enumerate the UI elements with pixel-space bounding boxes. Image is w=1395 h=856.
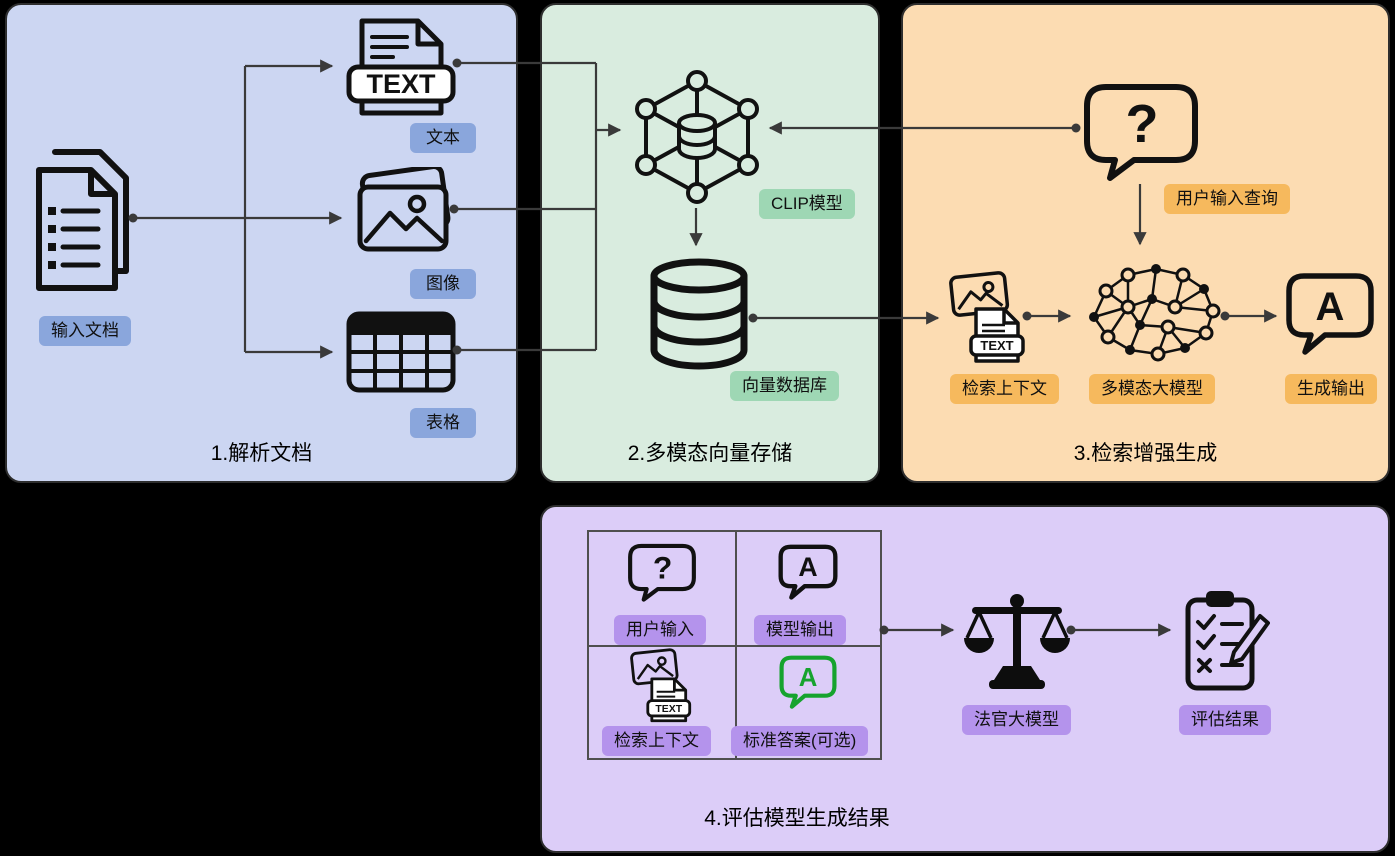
question-bubble-small-icon: ?: [627, 543, 697, 602]
label-multimodal-llm: 多模态大模型: [1089, 374, 1215, 404]
label-retrieved-context: 检索上下文: [950, 374, 1059, 404]
clipboard-checklist-icon: [1182, 588, 1270, 692]
label-judge-model: 法官大模型: [962, 705, 1071, 735]
image-icon: [354, 164, 454, 255]
retrieved-context-small-icon: TEXT: [630, 645, 693, 724]
label-reference-answer: 标准答案(可选): [731, 726, 869, 756]
grid-row-divider: [589, 645, 880, 647]
panel-title-parse: 1.解析文档: [210, 442, 313, 465]
label-user-query: 用户输入查询: [1164, 184, 1290, 214]
neural-network-icon: [1080, 255, 1225, 370]
label-user-input: 用户输入: [614, 615, 706, 645]
question-mark-glyph: ?: [1126, 94, 1159, 154]
answer-letter-glyph: A: [798, 552, 817, 582]
panel-title-vector: 2.多模态向量存储: [627, 442, 793, 465]
label-input-document: 输入文档: [39, 316, 131, 346]
context-text-banner: TEXT: [980, 338, 1013, 353]
answer-bubble-small-icon: A: [778, 544, 838, 601]
clip-network-icon: [630, 67, 765, 207]
answer-bubble-icon: A: [1285, 272, 1375, 357]
label-clip-model: CLIP模型: [759, 189, 855, 219]
label-image: 图像: [410, 269, 476, 299]
answer-letter-glyph: A: [1316, 285, 1345, 329]
table-icon: [345, 310, 457, 394]
panel-parse-documents: 输入文档 TEXT 文本 图像: [5, 3, 518, 483]
question-bubble-icon: ?: [1082, 82, 1200, 182]
label-generated-output: 生成输出: [1285, 374, 1377, 404]
answer-letter-glyph: A: [799, 664, 818, 692]
label-eval-result: 评估结果: [1179, 705, 1271, 735]
retrieved-context-icon: TEXT: [949, 267, 1027, 365]
panel-title-eval: 4.评估模型生成结果: [704, 807, 890, 830]
panel-vector-storage: CLIP模型 向量数据库 2.多模态向量存储: [540, 3, 880, 483]
evaluation-inputs-grid: [587, 530, 882, 760]
label-model-output: 模型输出: [754, 615, 846, 645]
question-mark-glyph: ?: [653, 549, 672, 585]
context-text-banner: TEXT: [655, 704, 682, 715]
panel-title-rag: 3.检索增强生成: [1073, 442, 1218, 465]
label-text: 文本: [410, 123, 476, 153]
scales-icon: [964, 592, 1070, 692]
panel-evaluation: ? 用户输入 A 模型输出 TEXT: [540, 505, 1390, 853]
label-retrieved-context-eval: 检索上下文: [602, 726, 711, 756]
text-file-banner-text: TEXT: [366, 69, 436, 99]
label-vector-database: 向量数据库: [730, 371, 839, 401]
text-file-icon: TEXT: [345, 17, 457, 117]
reference-answer-icon: A: [779, 655, 837, 710]
document-stack-icon: [30, 145, 135, 295]
label-table: 表格: [410, 408, 476, 438]
database-icon: [645, 255, 753, 373]
panel-rag: ? 用户输入查询 TEXT 检索上下文: [901, 3, 1390, 483]
